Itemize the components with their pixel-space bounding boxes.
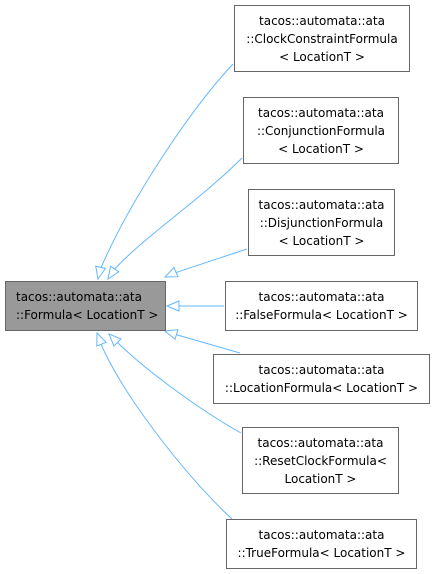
edge-clock-constraint-arrowhead	[95, 265, 107, 281]
edge-reset-clock	[115, 340, 242, 434]
class-false-formula[interactable]: tacos::automata::ata ::FalseFormula< Loc…	[225, 281, 418, 331]
class-line-2: ::ClockConstraintFormula	[246, 31, 398, 46]
class-line-1: tacos::automata::ata	[258, 105, 384, 120]
class-line-2: ::ConjunctionFormula	[256, 123, 386, 138]
edge-true	[99, 341, 234, 521]
class-line-1: tacos::automata::ata	[258, 290, 385, 304]
class-line-3: < LocationT >	[278, 141, 364, 156]
edge-false-arrowhead	[165, 300, 180, 312]
edge-location-arrowhead	[163, 329, 179, 341]
class-line-3: < LocationT >	[279, 49, 365, 64]
class-clock-constraint-formula[interactable]: tacos::automata::ata ::ClockConstraintFo…	[234, 5, 410, 72]
class-disjunction-formula[interactable]: tacos::automata::ata ::DisjunctionFormul…	[248, 189, 395, 256]
class-conjunction-formula[interactable]: tacos::automata::ata ::ConjunctionFormul…	[243, 97, 399, 164]
class-line-1: tacos::automata::ata	[258, 363, 385, 377]
class-line-3: < LocationT >	[278, 233, 365, 248]
class-line-2: ::DisjunctionFormula	[259, 215, 384, 230]
class-reset-clock-formula[interactable]: tacos::automata::ata ::ResetClockFormula…	[242, 427, 399, 494]
class-line-1: tacos::automata::ata	[258, 528, 385, 542]
edge-conjunction	[111, 157, 243, 273]
class-line-3: LocationT >	[284, 471, 357, 486]
class-location-formula[interactable]: tacos::automata::ata ::LocationFormula< …	[213, 354, 430, 404]
class-line-1: tacos::automata::ata	[257, 435, 384, 450]
edge-clock-constraint	[99, 63, 234, 271]
class-line-1: tacos::automata::ata	[258, 197, 385, 212]
class-line-2: ::LocationFormula< LocationT >	[224, 381, 419, 395]
edge-conjunction-arrowhead	[107, 265, 120, 281]
class-line-1: tacos::automata::ata	[259, 13, 385, 28]
base-class-formula[interactable]: tacos::automata::ata ::Formula< Location…	[5, 281, 166, 331]
class-line-2: ::ResetClockFormula<	[254, 453, 387, 468]
edge-disjunction-arrowhead	[163, 266, 179, 278]
base-class-line-1: tacos::automata::ata	[16, 290, 142, 304]
class-true-formula[interactable]: tacos::automata::ata ::TrueFormula< Loca…	[226, 519, 417, 569]
edge-true-arrowhead	[96, 331, 107, 347]
edge-reset-clock-arrowhead	[108, 333, 122, 347]
base-class-line-2: ::Formula< LocationT >	[16, 308, 159, 322]
edge-location	[173, 333, 241, 354]
class-line-2: ::FalseFormula< LocationT >	[235, 308, 408, 322]
edge-disjunction	[171, 248, 248, 275]
class-line-2: ::TrueFormula< LocationT >	[237, 546, 406, 560]
